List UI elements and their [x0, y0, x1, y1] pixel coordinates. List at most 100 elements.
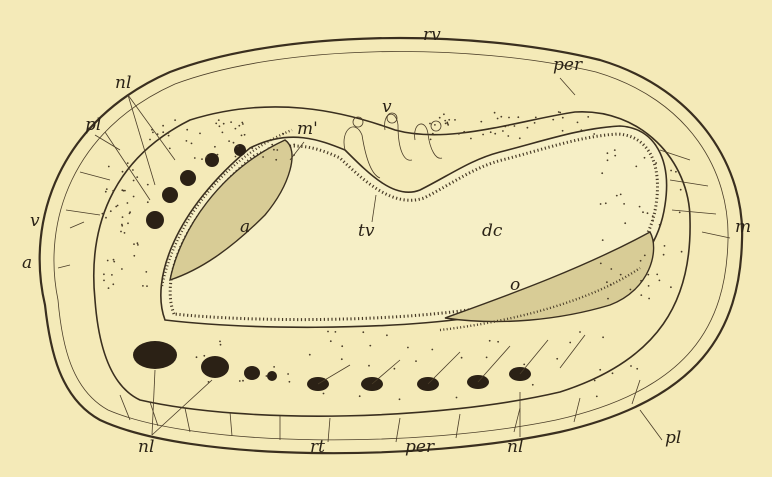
stipple-dot	[507, 135, 509, 137]
stipple-dot	[287, 373, 289, 375]
stipple-dot	[147, 201, 149, 203]
stipple-dot	[652, 220, 654, 222]
stipple-dot	[323, 393, 325, 395]
stipple-dot	[605, 202, 607, 204]
nerve-mass	[201, 356, 229, 378]
stipple-dot	[335, 331, 337, 333]
stipple-dot	[679, 212, 681, 214]
stipple-dot	[461, 357, 463, 359]
stipple-dot	[593, 133, 595, 135]
stipple-dot	[219, 341, 221, 343]
stipple-dot	[133, 180, 135, 182]
stipple-dot	[169, 148, 171, 150]
stipple-dot	[194, 157, 196, 159]
stipple-dot	[262, 156, 264, 158]
stipple-dot	[330, 340, 332, 342]
stipple-dot	[562, 130, 564, 132]
stipple-dot	[407, 347, 409, 349]
stipple-dot	[327, 331, 329, 333]
stipple-dot	[644, 157, 646, 159]
stipple-dot	[222, 132, 224, 134]
stipple-dot	[359, 395, 361, 397]
stipple-dot	[107, 260, 109, 262]
stipple-dot	[217, 154, 219, 156]
nerve-mass	[267, 371, 277, 381]
nerve-mass	[162, 187, 178, 203]
label-v-top: v	[382, 97, 392, 117]
stipple-dot	[102, 213, 104, 215]
stipple-dot	[145, 271, 147, 273]
label-pl-right: pl	[665, 428, 681, 448]
label-a-left: a	[22, 253, 32, 273]
stipple-dot	[132, 169, 134, 171]
stipple-dot	[203, 355, 205, 357]
stipple-dot	[675, 171, 677, 173]
stipple-dot	[113, 259, 115, 261]
stipple-dot	[142, 285, 144, 287]
stipple-dot	[583, 130, 585, 132]
stipple-dot	[108, 166, 110, 168]
stipple-dot	[112, 190, 114, 192]
stipple-dot	[268, 147, 270, 149]
stipple-dot	[670, 286, 672, 288]
stipple-dot	[162, 131, 164, 133]
stipple-dot	[523, 364, 525, 366]
stipple-dot	[552, 119, 554, 121]
stipple-dot	[242, 380, 244, 382]
stipple-dot	[168, 135, 170, 137]
stipple-dot	[648, 285, 650, 287]
stipple-dot	[206, 156, 208, 158]
stipple-dot	[386, 334, 388, 336]
label-nl-bottom-left: nl	[138, 437, 154, 457]
stipple-dot	[120, 231, 122, 233]
stipple-dot	[504, 126, 506, 128]
stipple-dot	[399, 398, 401, 400]
stipple-dot	[443, 113, 445, 115]
stipple-dot	[186, 129, 188, 131]
stipple-dot	[309, 354, 311, 356]
stipple-dot	[111, 274, 113, 276]
stipple-dot	[115, 206, 117, 208]
stipple-dot	[610, 268, 612, 270]
label-rt: rt	[310, 437, 325, 457]
stipple-dot	[341, 345, 343, 347]
stipple-dot	[214, 146, 216, 148]
stipple-dot	[587, 116, 589, 118]
stipple-dot	[233, 142, 235, 144]
label-nl-bottom-right: nl	[507, 437, 523, 457]
nerve-mass	[244, 366, 260, 380]
label-tv: tv	[358, 221, 375, 241]
stipple-dot	[147, 184, 149, 186]
stipple-dot	[647, 212, 649, 214]
stipple-dot	[196, 356, 198, 358]
stipple-dot	[607, 159, 609, 161]
stipple-dot	[599, 369, 601, 371]
stipple-dot	[201, 158, 203, 160]
stipple-dot	[559, 112, 561, 114]
stipple-dot	[624, 222, 626, 224]
stipple-dot	[494, 133, 496, 135]
stipple-dot	[527, 127, 529, 129]
stipple-dot	[647, 274, 649, 276]
stipple-dot	[219, 125, 221, 127]
stipple-dot	[656, 274, 658, 276]
stipple-dot	[577, 122, 579, 124]
stipple-dot	[430, 139, 432, 141]
stipple-dot	[251, 147, 253, 149]
label-m-prime: m'	[297, 119, 318, 139]
stipple-dot	[635, 166, 637, 168]
label-m-right: m	[735, 217, 751, 237]
stipple-dot	[614, 155, 616, 157]
stipple-dot	[124, 232, 126, 234]
stipple-dot	[223, 123, 225, 125]
nerve-mass	[234, 144, 246, 156]
stipple-dot	[289, 381, 291, 383]
stipple-dot	[103, 280, 105, 282]
stipple-dot	[105, 191, 107, 193]
stipple-dot	[607, 298, 609, 300]
label-dc: dc	[482, 221, 503, 241]
stipple-dot	[519, 137, 521, 139]
label-v-left: v	[30, 211, 40, 231]
stipple-dot	[514, 125, 516, 127]
stipple-dot	[199, 133, 201, 135]
